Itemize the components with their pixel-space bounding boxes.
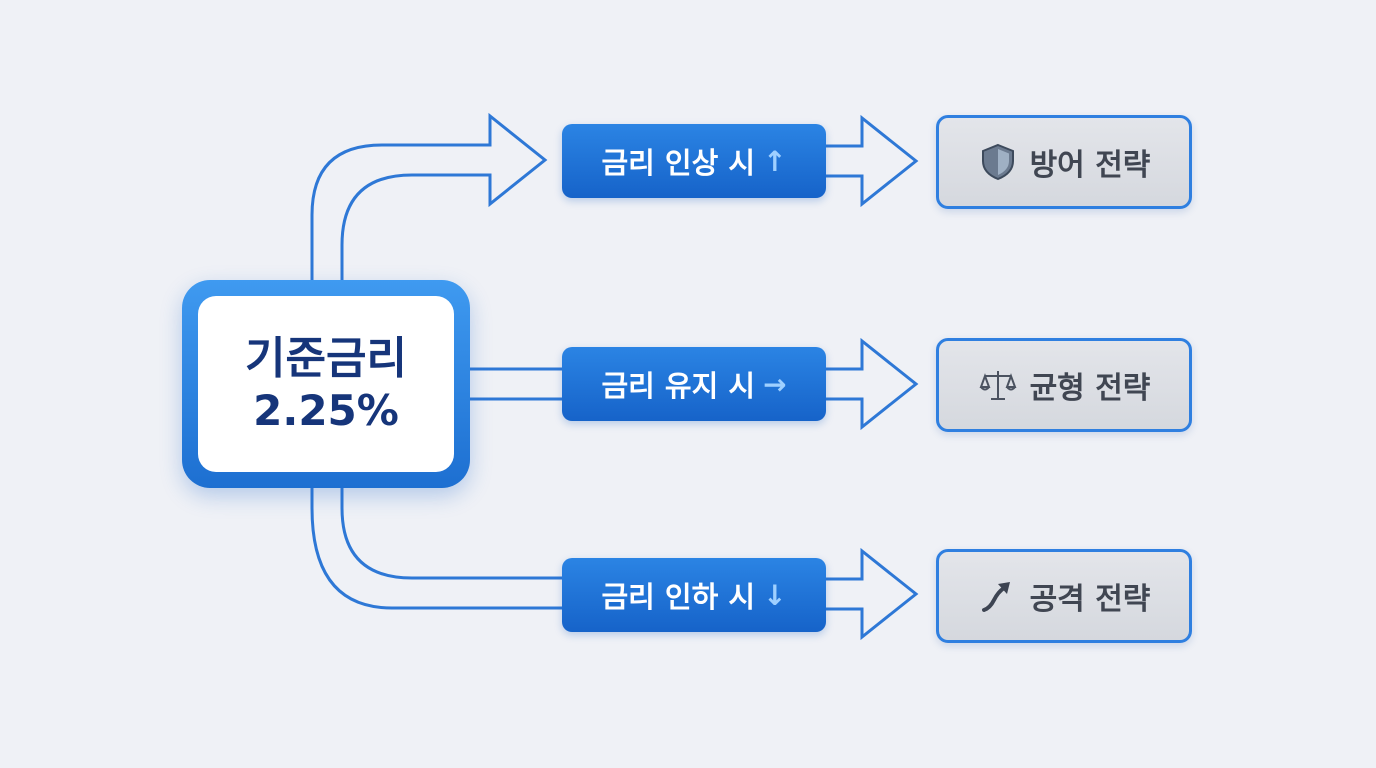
arrow-up-icon: ↑ bbox=[763, 144, 787, 178]
trend-up-icon bbox=[978, 576, 1018, 616]
condition-rate-hold: 금리 유지 시 → bbox=[562, 347, 826, 421]
arrow-right-icon: → bbox=[763, 367, 787, 401]
condition-label: 금리 인상 시 bbox=[601, 146, 756, 180]
strategy-attack: 공격 전략 bbox=[936, 549, 1192, 643]
arrow-up-to-defense bbox=[826, 114, 919, 208]
scale-icon bbox=[978, 365, 1018, 405]
strategy-label: 공격 전략 bbox=[1029, 582, 1151, 617]
connector-hold bbox=[470, 367, 562, 401]
condition-label: 금리 유지 시 bbox=[601, 369, 756, 403]
strategy-label: 균형 전략 bbox=[1029, 371, 1151, 406]
connector-down bbox=[310, 488, 562, 610]
strategy-balance: 균형 전략 bbox=[936, 338, 1192, 432]
arrow-hold-to-balance bbox=[826, 337, 919, 431]
condition-label: 금리 인하 시 bbox=[601, 580, 756, 614]
strategy-label: 방어 전략 bbox=[1029, 148, 1151, 183]
shield-icon bbox=[978, 142, 1018, 182]
base-rate-value: 2.25% bbox=[253, 386, 399, 435]
condition-rate-cut: 금리 인하 시 ↓ bbox=[562, 558, 826, 632]
arrow-down-to-attack bbox=[826, 547, 919, 641]
condition-rate-hike: 금리 인상 시 ↑ bbox=[562, 124, 826, 198]
base-rate-title: 기준금리 bbox=[245, 333, 407, 384]
strategy-defense: 방어 전략 bbox=[936, 115, 1192, 209]
arrow-down-icon: ↓ bbox=[763, 578, 787, 612]
base-rate-node: 기준금리 2.25% bbox=[182, 280, 470, 488]
connector-up bbox=[310, 112, 548, 280]
base-rate-card: 기준금리 2.25% bbox=[198, 296, 454, 472]
